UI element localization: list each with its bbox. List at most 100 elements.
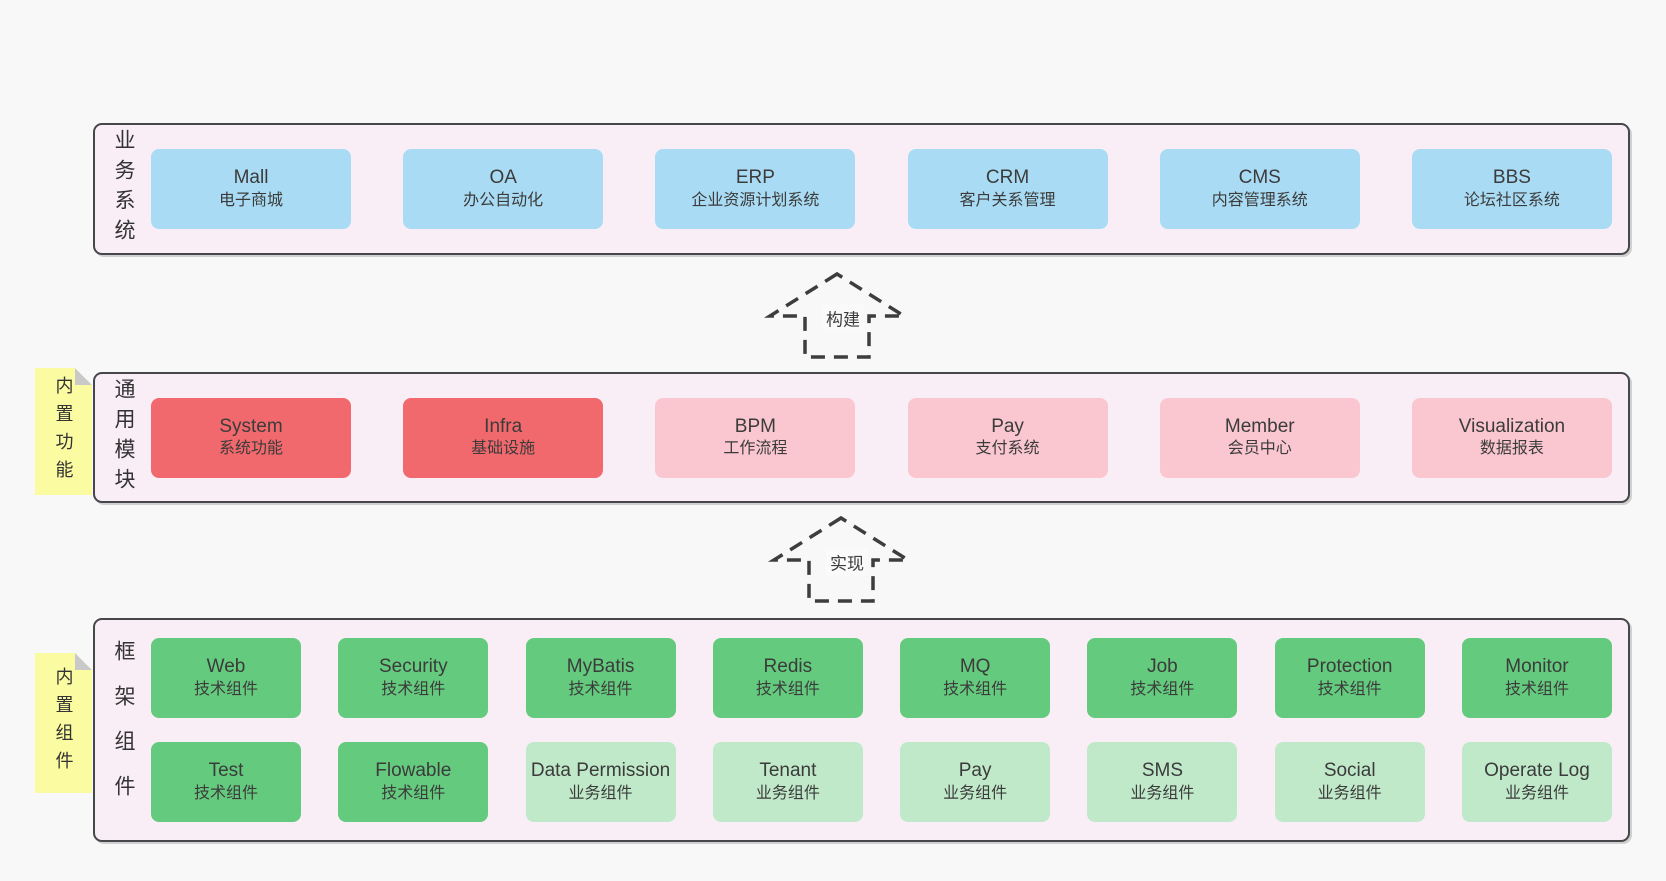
box-bbs: BBS 论坛社区系统 — [1411, 149, 1612, 229]
box-title: System — [219, 415, 283, 437]
arrow-build: 构建 — [762, 270, 912, 360]
box-subtitle: 技术组件 — [568, 680, 633, 698]
box-data-permission: Data Permission 业务组件 — [525, 742, 676, 822]
box-title: Web — [206, 656, 246, 678]
box-infra: Infra 基础设施 — [403, 397, 604, 478]
box-mybatis: MyBatis 技术组件 — [525, 638, 676, 718]
box-subtitle: 业务组件 — [943, 784, 1008, 802]
panel-label-text: 通用模块 — [112, 377, 135, 498]
box-subtitle: 工作流程 — [723, 440, 788, 458]
panel-label-text: 框架组件 — [112, 640, 135, 820]
box-subtitle: 基础设施 — [471, 440, 536, 458]
arrow-implement: 实现 — [766, 514, 916, 604]
box-title: MQ — [959, 656, 991, 678]
panel-label-framework-components: 框架组件 — [95, 620, 151, 840]
box-title: BPM — [734, 415, 776, 437]
box-title: BBS — [1492, 167, 1531, 189]
sticky-label: 内置功能 — [53, 375, 74, 488]
box-sms: SMS 业务组件 — [1087, 742, 1238, 822]
box-mq: MQ 技术组件 — [900, 638, 1051, 718]
box-title: Data Permission — [530, 760, 671, 782]
panel-label-business-systems: 业务系统 — [95, 125, 151, 253]
box-title: Job — [1147, 656, 1178, 678]
box-subtitle: 业务组件 — [1130, 784, 1195, 802]
sticky-label: 内置组件 — [53, 667, 74, 779]
box-operate-log: Operate Log 业务组件 — [1461, 742, 1612, 822]
box-title: Security — [378, 656, 448, 678]
box-title: CRM — [985, 167, 1030, 189]
box-title: Member — [1224, 415, 1295, 437]
box-title: Flowable — [375, 760, 452, 782]
panel-label-text: 业务系统 — [112, 129, 135, 249]
box-subtitle: 技术组件 — [1317, 680, 1382, 698]
box-crm: CRM 客户关系管理 — [907, 149, 1108, 229]
box-title: Operate Log — [1484, 760, 1590, 782]
box-subtitle: 技术组件 — [381, 784, 446, 802]
box-subtitle: 技术组件 — [193, 680, 258, 698]
box-title: Protection — [1306, 656, 1393, 678]
box-subtitle: 数据报表 — [1479, 440, 1544, 458]
box-subtitle: 技术组件 — [1130, 680, 1195, 698]
box-subtitle: 技术组件 — [755, 680, 820, 698]
box-subtitle: 业务组件 — [1504, 784, 1569, 802]
box-subtitle: 支付系统 — [975, 440, 1040, 458]
box-title: Social — [1323, 760, 1376, 782]
box-system: System 系统功能 — [151, 397, 351, 478]
box-title: Test — [208, 760, 244, 782]
box-title: Monitor — [1505, 656, 1569, 678]
box-title: OA — [489, 167, 517, 189]
box-oa: OA 办公自动化 — [403, 149, 604, 229]
panel-label-common-modules: 通用模块 — [95, 374, 151, 501]
box-title: Pay — [958, 760, 992, 782]
box-title: ERP — [735, 167, 775, 189]
dashed-up-arrow-icon — [767, 515, 915, 603]
box-tenant: Tenant 业务组件 — [712, 742, 863, 822]
box-subtitle: 会员中心 — [1227, 440, 1292, 458]
box-test: Test 技术组件 — [151, 742, 301, 822]
box-job: Job 技术组件 — [1087, 638, 1238, 718]
box-subtitle: 论坛社区系统 — [1463, 191, 1560, 209]
box-title: Redis — [763, 656, 813, 678]
box-subtitle: 客户关系管理 — [959, 191, 1056, 209]
arrow-label: 实现 — [826, 548, 868, 576]
box-subtitle: 业务组件 — [755, 784, 820, 802]
box-subtitle: 业务组件 — [568, 784, 633, 802]
box-erp: ERP 企业资源计划系统 — [655, 149, 856, 229]
box-title: Tenant — [759, 760, 817, 782]
box-title: SMS — [1141, 760, 1183, 782]
box-protection: Protection 技术组件 — [1274, 638, 1425, 718]
folded-corner-icon — [75, 368, 92, 385]
box-web: Web 技术组件 — [151, 638, 301, 718]
box-pay: Pay 业务组件 — [900, 742, 1051, 822]
box-monitor: Monitor 技术组件 — [1461, 638, 1612, 718]
box-bpm: BPM 工作流程 — [655, 397, 856, 478]
box-redis: Redis 技术组件 — [712, 638, 863, 718]
box-flowable: Flowable 技术组件 — [338, 742, 489, 822]
box-subtitle: 办公自动化 — [463, 191, 544, 209]
dashed-up-arrow-icon — [763, 271, 911, 359]
box-title: Infra — [484, 415, 523, 437]
sticky-note-built-in-functions: 内置功能 — [35, 368, 92, 495]
box-subtitle: 企业资源计划系统 — [691, 191, 820, 209]
box-title: MyBatis — [566, 656, 635, 678]
box-subtitle: 系统功能 — [218, 440, 283, 458]
box-subtitle: 技术组件 — [193, 784, 258, 802]
sticky-note-built-in-components: 内置组件 — [35, 653, 92, 793]
arrow-label: 构建 — [822, 304, 864, 332]
box-subtitle: 技术组件 — [1504, 680, 1569, 698]
box-subtitle: 技术组件 — [943, 680, 1008, 698]
box-subtitle: 内容管理系统 — [1211, 191, 1308, 209]
